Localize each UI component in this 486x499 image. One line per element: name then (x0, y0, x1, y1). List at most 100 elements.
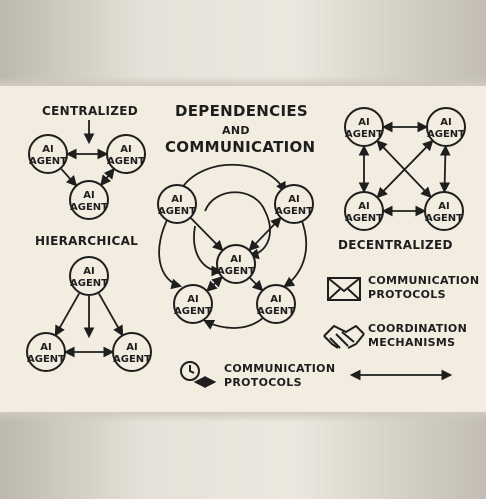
decentralized-label: DECENTRALIZED (338, 238, 453, 252)
agent-node-label-line-2: AGENT (275, 206, 313, 217)
agent-node-circle (426, 107, 466, 147)
legend-coordination-mechanisms: COORDINATION MECHANISMS (368, 322, 467, 350)
connection-arrow (54, 292, 80, 337)
agent-node-label-line-1: AI (42, 144, 53, 155)
legend-communication-protocols-line-1: COMMUNICATION (368, 274, 480, 287)
center-inner-loop (204, 191, 271, 260)
agent-node-label-line-1: AI (40, 342, 51, 353)
agent-node-label-line-2: AGENT (427, 129, 465, 140)
main-title-line-3: COMMUNICATION (165, 138, 316, 156)
connection-arrow (376, 139, 434, 199)
clock-arrow-icon (180, 361, 217, 388)
agent-node-circle (112, 332, 152, 372)
diagram-curves (158, 164, 308, 330)
agent-node-label-line-2: AGENT (425, 213, 463, 224)
connection-arrow (190, 217, 224, 252)
centralized-label: CENTRALIZED (42, 104, 139, 118)
center-cycle-curve-bottom (203, 315, 266, 330)
agent-nodes: AIAGENTAIAGENTAIAGENTAIAGENTAIAGENTAIAGE… (26, 107, 466, 372)
center-cycle-curve-left (158, 213, 183, 290)
agent-node-circle (216, 244, 256, 284)
agent-node-label-line-2: AGENT (70, 278, 108, 289)
agent-node-label-line-1: AI (440, 117, 451, 128)
agent-node-label-line-1: AI (230, 254, 241, 265)
hierarchical-label: HIERARCHICAL (35, 234, 139, 248)
agent-node-label-line-2: AGENT (217, 266, 255, 277)
agent-node-label-line-1: AI (358, 117, 369, 128)
agent-node-label-line-1: AI (126, 342, 137, 353)
agent-node-circle (424, 191, 464, 231)
agent-node-label-line-2: AGENT (29, 156, 67, 167)
connection-arrow (206, 276, 223, 292)
agent-node-label-line-1: AI (83, 266, 94, 277)
agent-node-label-line-2: AGENT (174, 306, 212, 317)
agent-node-label-line-2: AGENT (107, 156, 145, 167)
agent-node-circle (344, 191, 384, 231)
agent-node-circle (69, 256, 109, 296)
main-title-line-2: AND (222, 124, 250, 137)
agent-node-circle (69, 180, 109, 220)
connection-arrow (439, 144, 451, 194)
agent-node-label-line-2: AGENT (345, 213, 383, 224)
legend-coordination-mechanisms-line-1: COORDINATION (368, 322, 468, 335)
connection-arrow (98, 292, 124, 337)
agent-node-label-line-1: AI (270, 294, 281, 305)
connection-arrow (100, 167, 115, 187)
main-title-line-1: DEPENDENCIES (175, 102, 308, 120)
center-inner-loop-2 (193, 225, 223, 277)
agent-node-label-line-2: AGENT (158, 206, 196, 217)
bottom-backdrop (0, 412, 486, 499)
center-cycle-curve-top (179, 164, 287, 193)
legend-coordination-mechanisms-line-2: MECHANISMS (368, 336, 456, 349)
legend-communication-protocols-line-2: PROTOCOLS (368, 288, 446, 301)
agent-node-circle (157, 184, 197, 224)
agent-node-circle (26, 332, 66, 372)
legend-bottom-protocols-line-1: COMMUNICATION (224, 362, 336, 375)
agent-node-circle (256, 284, 296, 324)
agent-node-label-line-2: AGENT (113, 354, 151, 365)
envelope-icon (327, 277, 361, 301)
agent-node-label-line-2: AGENT (27, 354, 65, 365)
agent-node-label-line-1: AI (288, 194, 299, 205)
agent-node-circle (274, 184, 314, 224)
diagram-edges (54, 120, 451, 358)
agent-node-label-line-1: AI (120, 144, 131, 155)
center-cycle-curve-right (283, 215, 308, 288)
connection-arrow (249, 277, 264, 292)
agent-node-label-line-2: AGENT (257, 306, 295, 317)
agent-node-label-line-2: AGENT (70, 202, 108, 213)
handshake-icon (323, 325, 365, 349)
agent-node-circle (28, 134, 68, 174)
agent-node-circle (344, 107, 384, 147)
agent-node-circle (106, 134, 146, 174)
connection-arrow (248, 216, 282, 252)
legend-communication-protocols: COMMUNICATION PROTOCOLS (368, 274, 479, 302)
agent-node-label-line-2: AGENT (345, 129, 383, 140)
legend-bottom-protocols-line-2: PROTOCOLS (224, 376, 302, 389)
agent-node-label-line-1: AI (438, 201, 449, 212)
diagram-canvas: AIAGENTAIAGENTAIAGENTAIAGENTAIAGENTAIAGE… (26, 107, 466, 388)
top-backdrop (0, 0, 486, 86)
agent-node-circle (173, 284, 213, 324)
agent-node-label-line-1: AI (83, 190, 94, 201)
agent-node-label-line-1: AI (171, 194, 182, 205)
agent-node-label-line-1: AI (358, 201, 369, 212)
legend-bottom-protocols: COMMUNICATION PROTOCOLS (224, 362, 335, 390)
agent-node-label-line-1: AI (187, 294, 198, 305)
connection-arrow (60, 168, 78, 187)
